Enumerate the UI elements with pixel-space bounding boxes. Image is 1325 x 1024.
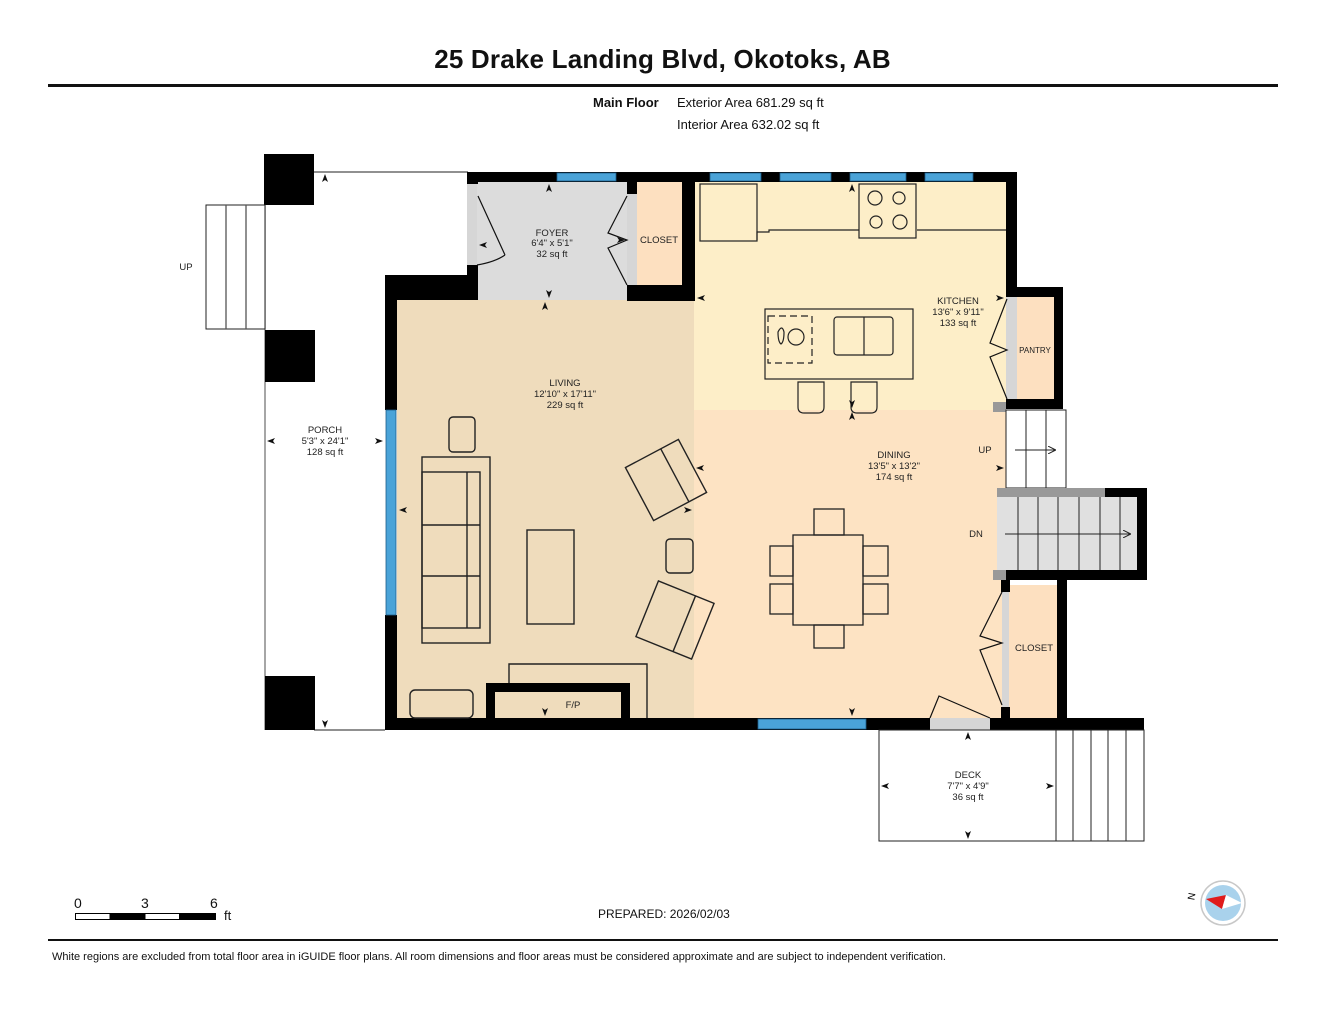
- living-dims: 12'10" x 17'11": [534, 389, 596, 400]
- porch-column: [264, 154, 314, 205]
- footer-divider: [48, 939, 1278, 941]
- fireplace-label: F/P: [566, 700, 581, 711]
- deck-area: 36 sq ft: [952, 792, 984, 803]
- porch-stairs: [205, 204, 266, 330]
- kitchen-dims: 13'6" x 9'11": [932, 307, 983, 318]
- stair-post: [993, 402, 1006, 412]
- page-title: 25 Drake Landing Blvd, Okotoks, AB: [434, 44, 891, 74]
- porch-column: [265, 330, 315, 382]
- kitchen-area: 133 sq ft: [940, 318, 977, 329]
- front-door-threshold: [467, 184, 477, 265]
- floor-label: Main Floor: [593, 95, 659, 110]
- foyer-floor: [477, 182, 627, 300]
- stair-post: [993, 570, 1006, 580]
- header-divider: [48, 84, 1278, 87]
- exterior-area: Exterior Area 681.29 sq ft: [677, 95, 824, 110]
- foyer-name: FOYER: [536, 228, 569, 239]
- porch-area: 128 sq ft: [307, 447, 344, 458]
- deck-dims: 7'7" x 4'9": [947, 781, 989, 792]
- scale-tick-3: 3: [141, 895, 149, 911]
- deck-name: DECK: [955, 770, 982, 781]
- porch-name: PORCH: [308, 425, 342, 436]
- dining-name: DINING: [877, 450, 910, 461]
- living-floor: [397, 300, 694, 718]
- door-swings: [476, 195, 1009, 719]
- stairs-up: [1005, 409, 1067, 489]
- porch-stairs-label: UP: [179, 262, 192, 273]
- kitchen-name: KITCHEN: [937, 296, 979, 307]
- disclaimer: White regions are excluded from total fl…: [52, 951, 946, 963]
- floor-plan: FOYER 6'4" x 5'1" 32 sq ft CLOSET KITCHE…: [179, 154, 1147, 842]
- dining-dims: 13'5" x 13'2": [868, 461, 920, 472]
- kitchen-fixtures: [699, 183, 1006, 414]
- stairs-down-label: DN: [969, 529, 983, 540]
- porch: [205, 154, 468, 731]
- dining-table: [769, 508, 889, 649]
- stairs-down: [997, 488, 1137, 570]
- living-furniture: [409, 416, 715, 719]
- pantry-name: PANTRY: [1019, 346, 1051, 355]
- foyer-closet-floor: [637, 182, 682, 294]
- living-area: 229 sq ft: [547, 400, 584, 411]
- compass: N: [1186, 878, 1250, 933]
- scale-tick-0: 0: [74, 895, 82, 911]
- fireplace-hearth: [495, 692, 621, 718]
- foyer-dims: 6'4" x 5'1": [531, 238, 573, 249]
- dining-closet-name: CLOSET: [1015, 643, 1053, 654]
- deck: [878, 729, 1145, 842]
- scale-unit: ft: [224, 908, 232, 923]
- dining-floor: [694, 410, 1006, 718]
- prepared-date: PREPARED: 2026/02/03: [598, 907, 730, 921]
- kitchen-floor: [694, 182, 1006, 410]
- foyer-area: 32 sq ft: [536, 249, 568, 260]
- pantry-floor: [1017, 297, 1054, 401]
- foyer-closet-threshold: [627, 194, 637, 285]
- stairs-up-label: UP: [978, 445, 991, 456]
- dining-closet-threshold: [1002, 592, 1009, 707]
- pantry-threshold: [1006, 297, 1017, 399]
- foyer-closet-name: CLOSET: [640, 235, 678, 246]
- scale-tick-6: 6: [210, 895, 218, 911]
- living-name: LIVING: [549, 378, 580, 389]
- compass-north-label: N: [1186, 892, 1198, 901]
- windows: [385, 172, 974, 730]
- dining-area: 174 sq ft: [876, 472, 913, 483]
- porch-column: [265, 676, 315, 730]
- dining-closet-floor: [1008, 585, 1057, 718]
- porch-dims: 5'3" x 24'1": [302, 436, 349, 447]
- compass-icon: N: [1186, 880, 1246, 926]
- scale-bar-graphic: [75, 913, 216, 920]
- back-door-threshold: [930, 718, 990, 730]
- dimension-arrows: [267, 174, 1054, 839]
- interior-area: Interior Area 632.02 sq ft: [677, 117, 820, 132]
